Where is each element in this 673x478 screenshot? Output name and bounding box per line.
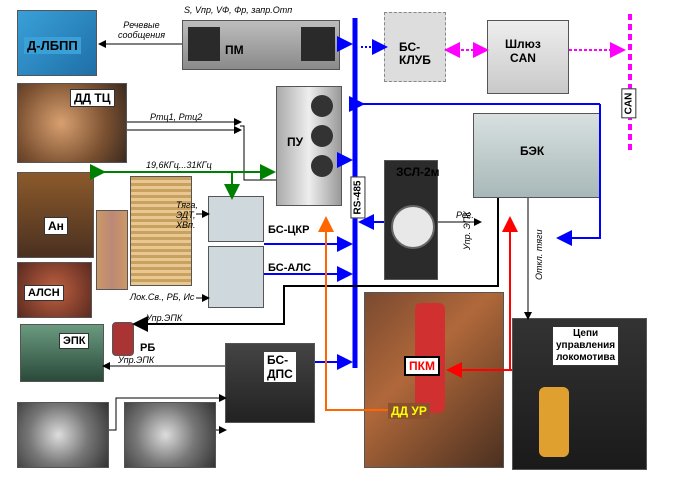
dlbpp-photo: Д-ЛБПП xyxy=(17,10,97,76)
otkl-label: Откл. тяги xyxy=(534,229,544,280)
dd-tc-label: ДД ТЦ xyxy=(70,89,115,107)
pu-photo: ПУ xyxy=(276,86,342,206)
circuits-label: Цепи управления локомотива xyxy=(552,326,620,366)
rs485-label: RS-485 xyxy=(350,176,366,219)
bs-dps-photo: БС- ДПС xyxy=(225,343,315,423)
filter-photo xyxy=(96,210,128,290)
rtc-label: Pтц1, Pтц2 xyxy=(150,112,203,122)
gateway-can-photo: Шлюз CAN xyxy=(487,20,569,94)
bs-club-label: БС- КЛУБ xyxy=(399,40,431,67)
alsn-label: АЛСН xyxy=(24,285,64,301)
zsl-photo xyxy=(384,160,438,280)
bs-dps-label: БС- ДПС xyxy=(264,352,296,382)
coil-photo xyxy=(130,176,192,286)
alsn-photo: АЛСН xyxy=(17,262,92,318)
sensor-photo-1 xyxy=(17,402,109,468)
can-label: CAN xyxy=(621,88,637,119)
bs-als-label: БС-АЛС xyxy=(268,262,312,274)
epk-photo: ЭПК xyxy=(20,324,104,382)
pm-label: ПМ xyxy=(225,43,244,57)
gateway-can-label: Шлюз CAN xyxy=(505,37,541,65)
pm-params-label: S, Vпр, VФ, Фр, запр.Отп xyxy=(184,5,293,15)
bs-als-photo xyxy=(208,246,264,308)
pu-label: ПУ xyxy=(287,135,304,149)
epk-label: ЭПК xyxy=(59,333,90,349)
rb-label: РБ xyxy=(140,342,156,354)
speech-label: Речевые сообщения xyxy=(118,20,166,40)
an-photo: Ан xyxy=(17,172,94,258)
sensor-photo-2 xyxy=(124,402,216,468)
reg-label: Рег. xyxy=(456,210,474,220)
an-label: Ан xyxy=(44,217,68,235)
bek-photo: БЭК xyxy=(473,113,600,198)
dlbpp-label: Д-ЛБПП xyxy=(24,37,81,54)
dd-tc-photo: ДД ТЦ xyxy=(17,83,127,163)
lok-label: Лок.Св., РБ, Ис xyxy=(130,292,195,302)
bek-label: БЭК xyxy=(520,144,545,158)
pkm-label: ПКМ xyxy=(404,356,440,376)
bs-club-photo: БС- КЛУБ xyxy=(384,12,446,82)
traction-label: Тяга, ЭДТ, ХВп. xyxy=(176,200,198,230)
upr-epk-label-2: Упр.ЭПК xyxy=(118,355,155,365)
zsl-label: ЗСЛ-2м xyxy=(396,165,440,179)
bs-ckr-label: БС-ЦКР xyxy=(268,224,310,236)
rb-photo xyxy=(112,322,134,356)
freq-label: 19,6КГц...31КГц xyxy=(146,160,212,170)
dd-ur-label: ДД УР xyxy=(388,403,430,419)
upr-epk-label-1: Упр.ЭПК xyxy=(146,313,183,323)
